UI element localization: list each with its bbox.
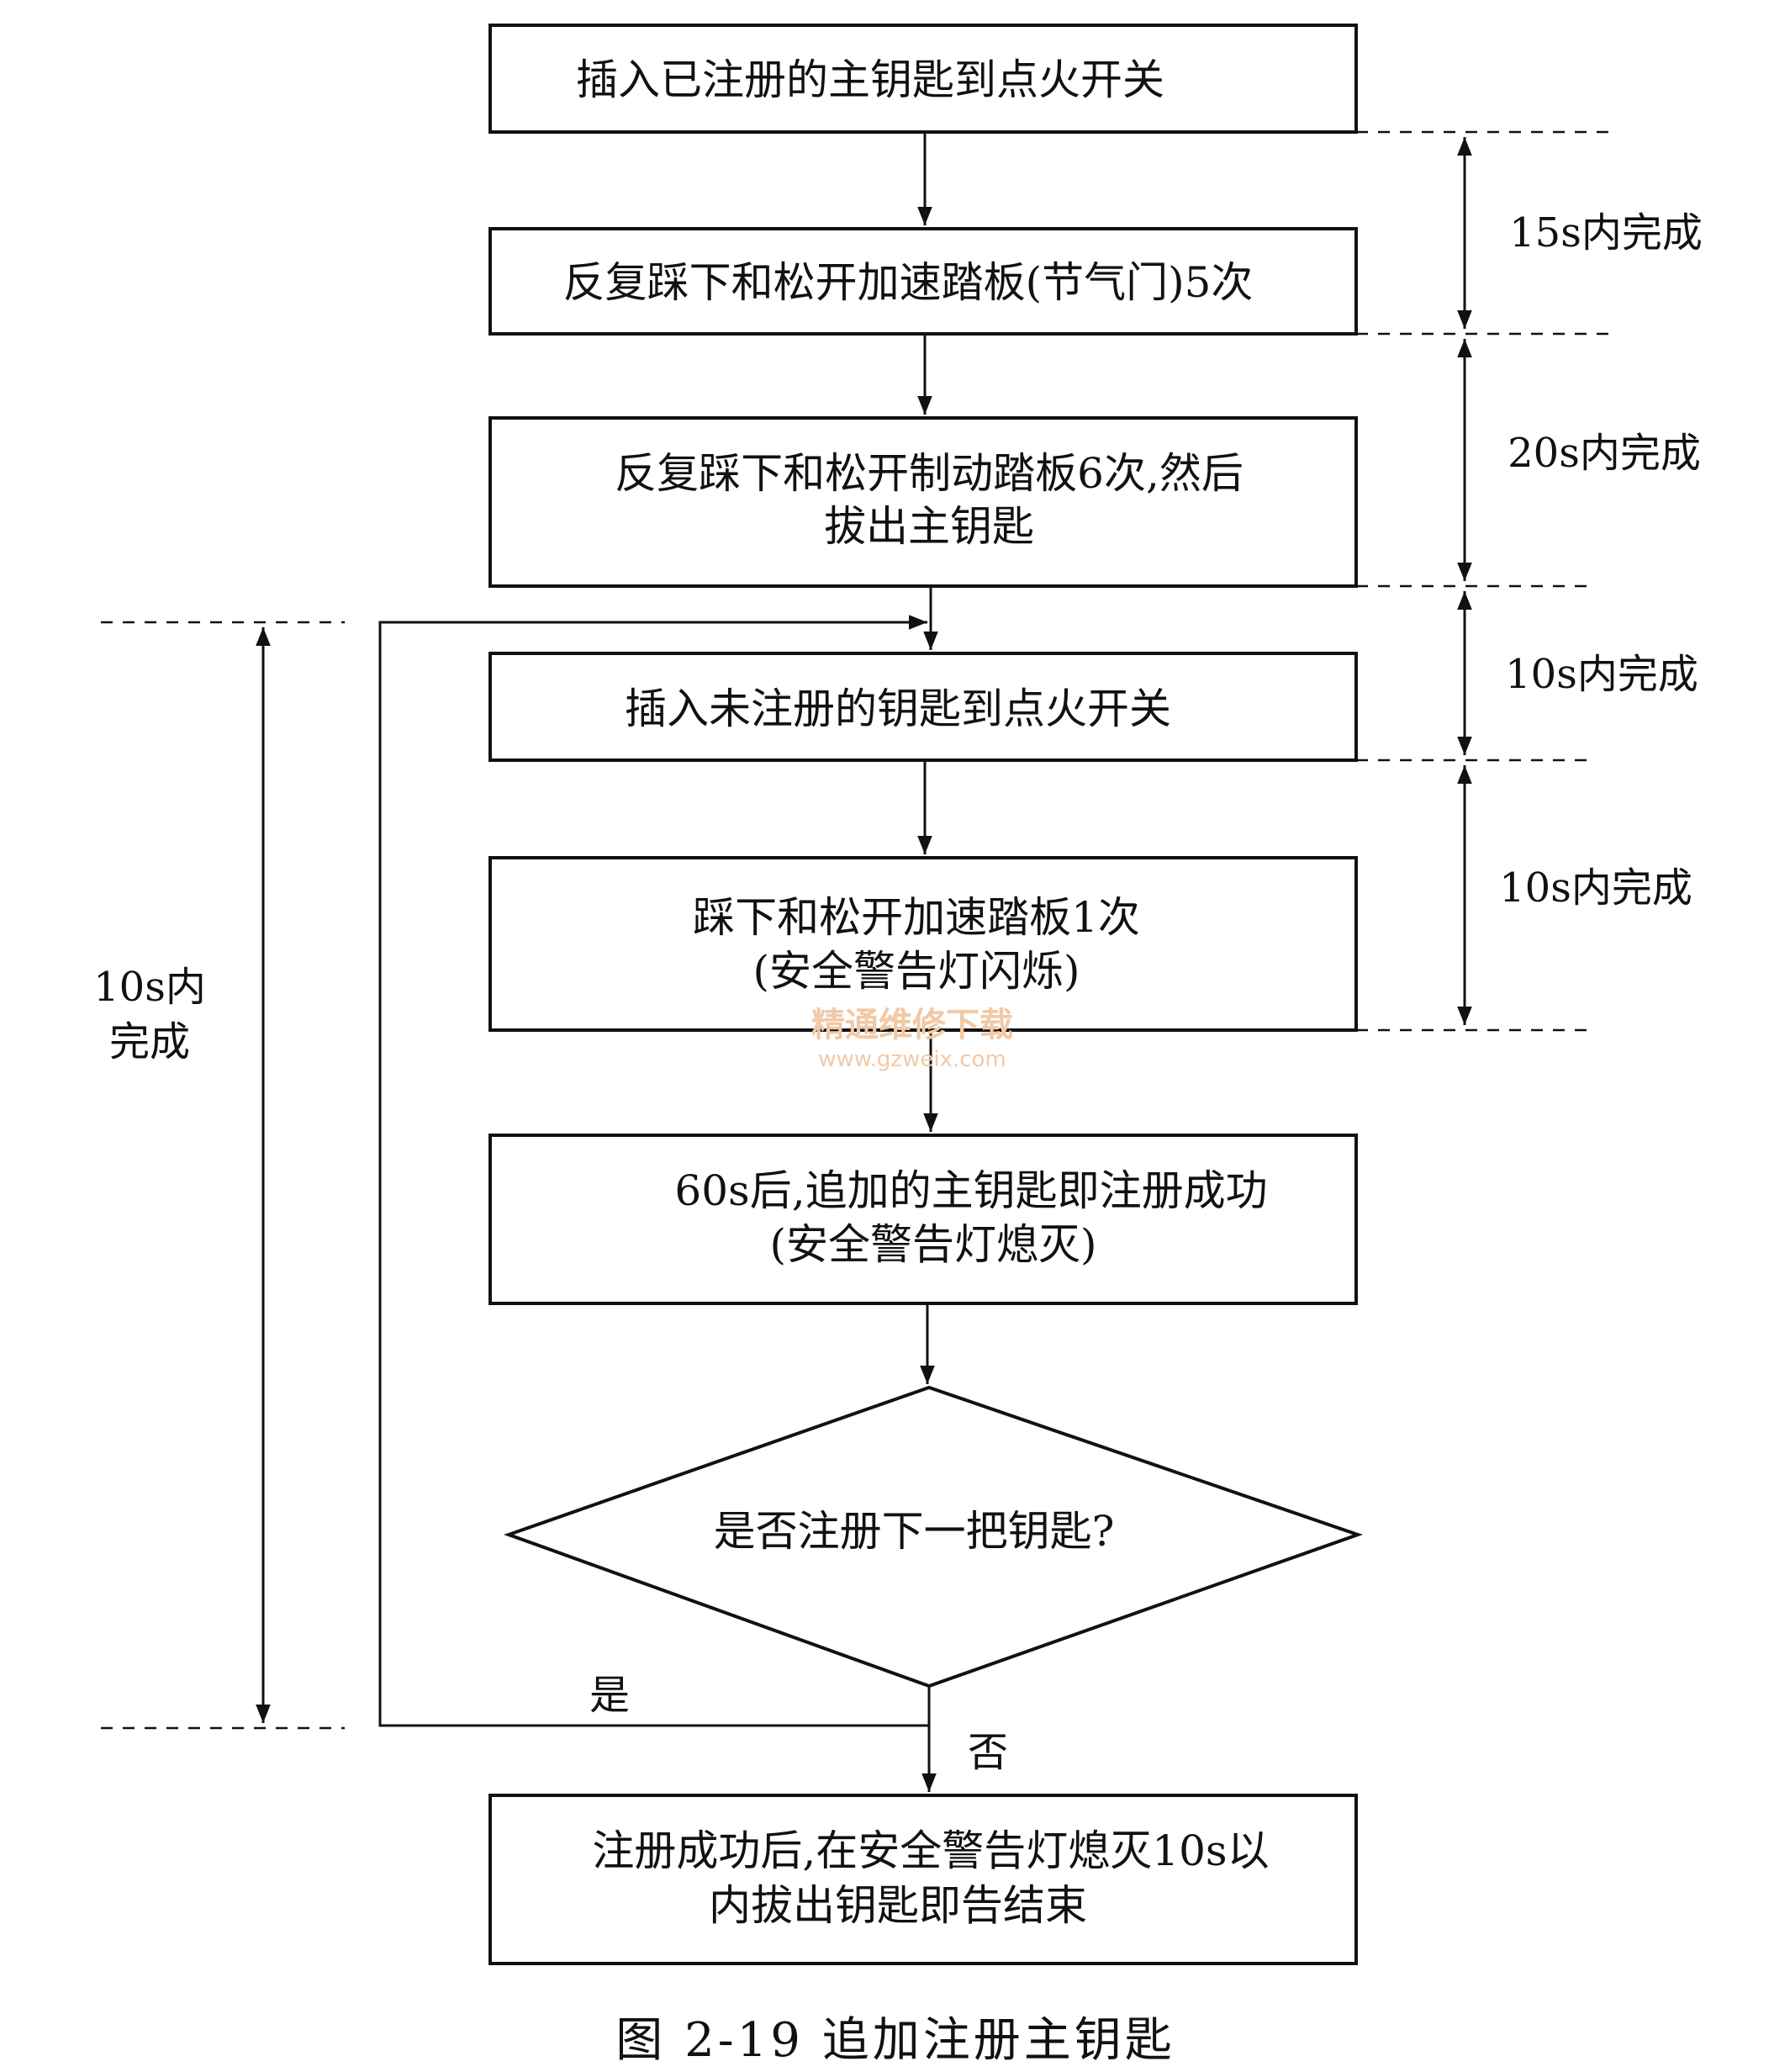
end-text-line1: 注册成功后,在安全警告灯熄灭10s以: [592, 1826, 1269, 1875]
branch-yes-label: 是: [589, 1672, 630, 1719]
timing-label-4: 10s内完成: [1499, 864, 1692, 912]
end-text-line2: 内拔出钥匙即告结束: [709, 1881, 1087, 1930]
figure-caption: 图 2-19 追加注册主钥匙: [615, 2013, 1175, 2068]
step-5-box: [488, 856, 1358, 1032]
step-2-box: [488, 227, 1358, 336]
decision-text: 是否注册下一把钥匙?: [714, 1507, 1115, 1556]
watermark-url: www.gzweix.com: [818, 1047, 1006, 1072]
timing-label-3: 10s内完成: [1505, 651, 1698, 698]
step-4-text: 插入未注册的钥匙到点火开关: [625, 684, 1171, 733]
branch-no-label: 否: [968, 1729, 1008, 1776]
step-3-text-line2: 拔出主钥匙: [824, 502, 1034, 551]
step-6-text-line1: 60s后,追加的主钥匙即注册成功: [674, 1166, 1267, 1215]
timing-label-left-line2: 完成: [109, 1018, 190, 1065]
loop-back-yes-path: [378, 615, 929, 1727]
timing-label-1: 15s内完成: [1509, 209, 1703, 256]
step-3-box: [488, 416, 1358, 588]
timing-label-left-line1: 10s内: [93, 964, 206, 1011]
step-1-text: 插入已注册的主钥匙到点火开关: [576, 56, 1164, 104]
step-3-text-line1: 反复踩下和松开制动踏板6次,然后: [615, 449, 1243, 498]
watermark-text: 精通维修下载: [811, 1006, 1013, 1044]
step-4-box: [488, 652, 1358, 762]
timing-label-2: 20s内完成: [1508, 430, 1701, 477]
end-box: [488, 1794, 1358, 1965]
step-2-text: 反复踩下和松开加速踏板(节气门)5次: [563, 258, 1254, 307]
step-5-text-line1: 踩下和松开加速踏板1次: [693, 893, 1140, 942]
step-1-box: [488, 24, 1358, 134]
step-6-text-line2: (安全警告灯熄灭): [769, 1220, 1096, 1269]
step-6-box: [488, 1134, 1358, 1305]
step-5-text-line2: (安全警告灯闪烁): [752, 947, 1080, 996]
